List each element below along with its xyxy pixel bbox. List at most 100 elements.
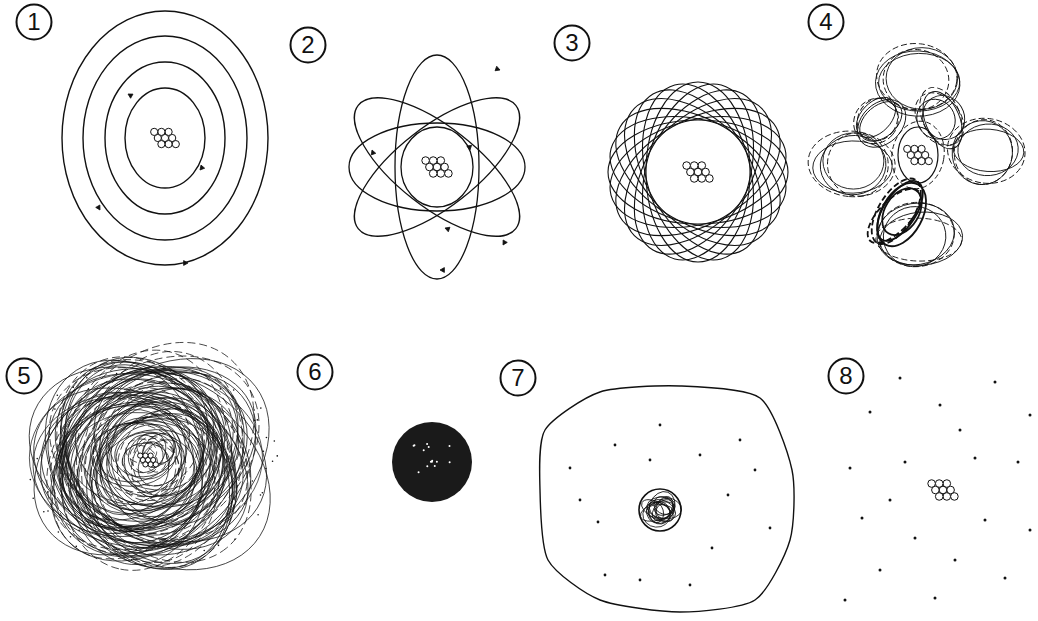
electron-dot bbox=[939, 404, 942, 407]
cloud-dot bbox=[75, 546, 77, 548]
orbital-lobe bbox=[915, 86, 970, 155]
electron-dot bbox=[849, 467, 852, 470]
orbit-arrow bbox=[445, 227, 450, 232]
orbital-lobe bbox=[914, 88, 972, 148]
orbital-lobe bbox=[849, 91, 905, 149]
nucleus bbox=[904, 145, 933, 164]
electron-dot bbox=[711, 547, 714, 550]
nucleon bbox=[158, 128, 165, 135]
nucleon bbox=[143, 462, 148, 467]
electron-dot bbox=[994, 381, 997, 384]
cloud-dot bbox=[30, 479, 32, 481]
sommerfeld-model bbox=[334, 55, 541, 279]
circle-border bbox=[809, 5, 844, 40]
cloud-stroke bbox=[27, 333, 266, 598]
electron-cloud-model bbox=[0, 303, 308, 610]
electron-dot bbox=[861, 517, 864, 520]
electron-dot bbox=[604, 574, 607, 577]
nucleon bbox=[951, 493, 959, 501]
sphere-speck bbox=[434, 465, 436, 467]
orbit bbox=[125, 88, 205, 188]
orbit bbox=[334, 74, 541, 260]
cloud-dot bbox=[88, 388, 90, 390]
orbit bbox=[62, 11, 268, 265]
core-stroke bbox=[644, 500, 666, 525]
cloud-dot bbox=[260, 407, 262, 409]
cloud-stroke bbox=[59, 363, 249, 568]
cloud-stroke bbox=[45, 339, 275, 568]
cloud-dot bbox=[165, 376, 167, 378]
orbital-lobe bbox=[849, 90, 903, 145]
orbital-lobe bbox=[943, 113, 1030, 190]
nucleon bbox=[690, 175, 698, 183]
orbit-arrow bbox=[200, 165, 205, 170]
nucleus bbox=[683, 162, 713, 183]
callout-circle: 5 bbox=[5, 357, 43, 395]
orbit bbox=[624, 72, 771, 273]
sphere bbox=[392, 422, 472, 502]
callout-number: 2 bbox=[301, 33, 314, 57]
electron-dot bbox=[769, 527, 772, 530]
cloud-dot bbox=[86, 377, 88, 379]
cloud-dot bbox=[272, 460, 274, 462]
nucleus bbox=[151, 128, 180, 147]
cloud-stroke bbox=[88, 384, 212, 545]
cloud-dot bbox=[47, 491, 49, 493]
nucleon bbox=[165, 128, 172, 135]
cloud-stroke bbox=[136, 427, 181, 473]
orbital-lobe bbox=[844, 89, 907, 153]
orbit bbox=[395, 55, 479, 279]
callout-circle: 8 bbox=[827, 357, 865, 395]
nucleon bbox=[904, 145, 911, 152]
orbital-lobe bbox=[950, 116, 1016, 188]
electron-dot bbox=[869, 411, 872, 414]
precessing-orbit-model bbox=[594, 68, 802, 276]
orbital-lobe bbox=[874, 49, 961, 118]
cloud-stroke bbox=[18, 349, 252, 591]
orbit bbox=[898, 127, 938, 183]
cloud-stroke bbox=[119, 438, 183, 490]
cloud-dot bbox=[146, 549, 148, 551]
electron-dot bbox=[579, 499, 582, 502]
nucleon bbox=[148, 462, 153, 467]
orbit bbox=[105, 62, 225, 214]
orbit bbox=[608, 120, 788, 224]
orbit bbox=[608, 68, 788, 276]
nucleon bbox=[698, 162, 706, 170]
electron-dot bbox=[739, 439, 742, 442]
nucleon bbox=[429, 170, 437, 178]
cloud-dot bbox=[263, 451, 265, 453]
cloud-dot bbox=[276, 455, 278, 457]
orbit bbox=[594, 82, 802, 262]
cloud-dot bbox=[73, 386, 75, 388]
callout-number: 1 bbox=[27, 10, 40, 34]
orbit bbox=[598, 98, 799, 245]
solid-sphere-model bbox=[392, 422, 472, 502]
nucleon bbox=[683, 162, 691, 170]
orbit bbox=[624, 72, 771, 273]
orbit bbox=[334, 74, 541, 260]
sphere-speck bbox=[431, 460, 433, 462]
electron-dot bbox=[699, 454, 702, 457]
cloud-dot bbox=[36, 458, 38, 460]
cloud-dot bbox=[218, 545, 220, 547]
electron-dot bbox=[934, 597, 937, 600]
bounded-cloud-model bbox=[540, 386, 794, 612]
cloud-dot bbox=[254, 420, 256, 422]
nucleon bbox=[943, 480, 951, 488]
sphere-speck bbox=[428, 446, 430, 448]
nucleon bbox=[918, 158, 925, 165]
cloud-dot bbox=[203, 550, 205, 552]
electron-dot bbox=[1029, 529, 1032, 532]
orbit bbox=[349, 123, 525, 211]
cloud-stroke bbox=[7, 325, 267, 603]
nucleus bbox=[138, 453, 159, 467]
orbit-arrow bbox=[96, 205, 100, 210]
cloud-dot bbox=[265, 468, 267, 470]
nucleon bbox=[698, 175, 706, 183]
callout-number: 6 bbox=[308, 360, 321, 384]
callout-number: 8 bbox=[839, 364, 852, 388]
circle-border bbox=[501, 361, 536, 396]
circle-border bbox=[298, 355, 333, 390]
